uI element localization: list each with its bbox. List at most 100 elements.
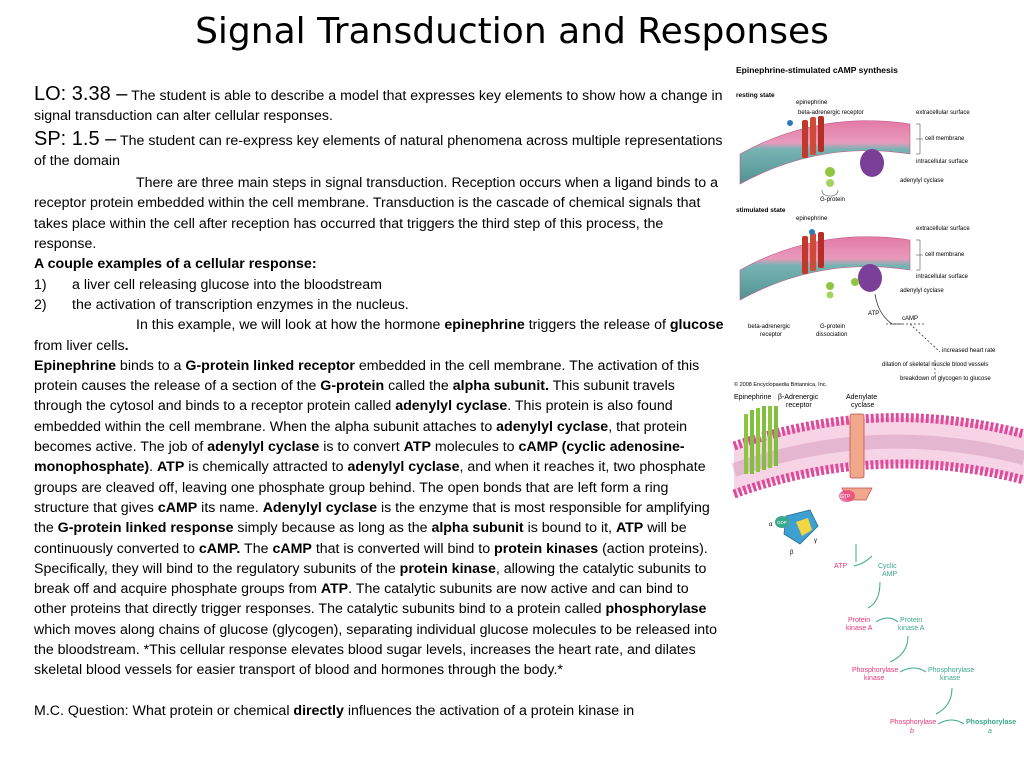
body-s4: embedded in the cell membrane. The activ…: [34, 357, 700, 395]
page-title: Signal Transduction and Responses: [195, 11, 829, 52]
fig2-alpha: α: [769, 522, 773, 528]
fig1-intracellular-label: intracellular surface: [916, 159, 969, 165]
fig1-resp1: increased heart rate: [942, 348, 996, 354]
fig1-stimulated-label: stimulated state: [736, 207, 786, 214]
fig1-adenylyl2-label: adenylyl cyclase: [900, 288, 944, 294]
example-intro-t3: from liver cells: [34, 337, 125, 354]
body-s2: binds to a: [115, 357, 186, 374]
fig2-pka-a: Protein: [848, 617, 870, 624]
list-num: 1): [34, 276, 47, 293]
fig1-membrane-resting: [739, 120, 911, 185]
figure-kinase-cascade: © 2008 Encyclopaedia Britannica, Inc. Ep…: [731, 381, 1024, 735]
body-s8: This subunit travels through the cytosol…: [34, 378, 675, 415]
body-s16: molecules to: [430, 439, 519, 456]
fig1-receptor2b-label: receptor: [760, 332, 782, 338]
fig1-receptor-resting: [802, 120, 808, 158]
fig1-gprotein-resting: [825, 167, 835, 177]
list-item: 2) the activation of transcription enzyme…: [34, 295, 724, 315]
fig2-membrane: [734, 417, 1024, 494]
body-s7: alpha subunit.: [452, 378, 549, 395]
fig2-gdp: GDP: [777, 520, 787, 525]
fig2-beta: β: [790, 550, 794, 556]
fig1-membrane2-label: cell membrane: [925, 252, 965, 258]
body-s31: ATP: [615, 520, 644, 537]
fig1-extracellular-label: extracellular surface: [916, 110, 970, 116]
fig1-epinephrine2-label: epinephrine: [796, 216, 828, 222]
fig1-membrane-label: cell membrane: [925, 136, 965, 142]
body-paragraph: Epinephrine binds to a G-protein linked …: [34, 356, 724, 681]
fig2-camp-a: Cyclic: [878, 563, 897, 570]
body-s39: protein kinase: [399, 560, 496, 577]
body-s34: The: [240, 540, 273, 557]
fig1-extracellular2-label: extracellular surface: [916, 226, 970, 232]
body-s12: , that protein becomes active. The job o…: [34, 418, 688, 456]
fig2-pb-b: b: [910, 728, 914, 735]
fig1-membrane-stimulated: [739, 236, 911, 301]
fig1-gprotein-label: G-protein: [820, 197, 845, 203]
mc-question: M.C. Question: What protein or chemical …: [34, 701, 724, 721]
fig1-adenylyl-label: adenylyl cyclase: [900, 178, 944, 184]
body-s22: , and when it reaches it, two phosphate …: [34, 459, 706, 516]
fig2-copyright: © 2008 Encyclopaedia Britannica, Inc.: [734, 381, 827, 388]
body-s27: G-protein linked response: [57, 520, 234, 537]
body-s15: ATP: [403, 439, 431, 456]
fig1-resting-label: resting state: [736, 92, 775, 99]
fig1-receptor-label: beta-adrenergic receptor: [798, 110, 864, 116]
fig2-receptor: [744, 406, 778, 474]
body-s5: G-protein: [320, 378, 385, 395]
fig2-pa-a: Phosphorylase: [966, 719, 1016, 726]
body-s26: is the enzyme that is most responsible f…: [34, 499, 710, 537]
body-s3: G-protein linked receptor: [185, 357, 355, 374]
list-item: 1)a liver cell releasing glucose into th…: [34, 275, 724, 295]
example-intro-b3: .: [124, 337, 129, 354]
fig1-receptor-stimulated: [802, 236, 808, 274]
example-intro-b1: epinephrine: [444, 317, 525, 334]
fig2-cyclase: [849, 413, 865, 479]
fig2-pb-a: Phosphorylase: [890, 719, 936, 726]
fig1-gdiss-b-label: dissociation: [816, 332, 847, 338]
body-s41: ATP: [320, 581, 349, 598]
question-b1: directly: [293, 702, 344, 719]
fig2-pka2-b: kinase A: [898, 625, 925, 632]
body-s19: ATP: [156, 459, 185, 476]
question-t1: M.C. Question: What protein or chemical: [34, 702, 294, 719]
fig1-cyclase-stimulated: [858, 264, 882, 292]
fig1-gdiss-a-label: G-protein: [820, 324, 845, 330]
body-s21: adenylyl cyclase: [347, 459, 460, 476]
fig2-gprotein: [775, 509, 819, 545]
intro-text: There are three main steps in signal tra…: [34, 175, 719, 253]
body-s14: is to convert: [319, 439, 404, 456]
fig1-camp-label: cAMP: [902, 316, 918, 322]
example-intro: In this example, we will look at how the…: [34, 315, 724, 356]
list-num: 2): [34, 296, 47, 313]
example-intro-t1: In this example, we will look at how the…: [136, 317, 445, 334]
fig2-phos-a: Phosphorylase: [852, 667, 898, 674]
body-s44: which moves along chains of glucose (gly…: [34, 621, 717, 679]
sp-label: SP: 1.5 –: [34, 127, 117, 150]
fig1-intracellular2-label: intracellular surface: [916, 274, 969, 280]
body-s32: will be continuously converted to: [34, 520, 687, 557]
fig1-cyclase-resting: [860, 149, 884, 177]
examples-heading-text: A couple examples of a cellular response…: [34, 256, 317, 273]
list-text: the activation of transcription enzymes …: [72, 296, 409, 313]
body-s13: adenylyl cyclase: [207, 439, 320, 456]
body-s37: protein kinases: [494, 540, 599, 557]
body-s10: . This protein is also found embedded wi…: [34, 398, 673, 435]
fig2-camp-b: AMP: [882, 571, 898, 578]
example-intro-t2: triggers the release of: [524, 317, 670, 334]
fig2-cyclase-a: Adenylate: [846, 394, 877, 401]
body-s20: is chemically attracted to: [184, 459, 348, 476]
fig2-epinephrine-label: Epinephrine: [734, 394, 771, 401]
fig2-receptor-a: β-Adrenergic: [778, 394, 819, 401]
lo-text: The student is able to describe a model …: [34, 88, 723, 125]
body-s18: .: [149, 459, 157, 476]
fig1-atp-label: ATP: [868, 311, 879, 317]
figure-camp-synthesis: Epinephrine-stimulated cAMP synthesis re…: [736, 65, 996, 382]
body-s40: , allowing the catalytic subunits to bre…: [34, 560, 707, 598]
fig2-gtp: GTP: [840, 494, 851, 500]
fig2-phos2-a: Phosphorylase: [928, 667, 974, 674]
science-practice: SP: 1.5 – The student can re-express key…: [34, 127, 724, 172]
body-s35: cAMP: [272, 540, 312, 557]
body-s33: cAMP.: [198, 540, 241, 557]
body-s30: is bound to it,: [523, 520, 616, 537]
